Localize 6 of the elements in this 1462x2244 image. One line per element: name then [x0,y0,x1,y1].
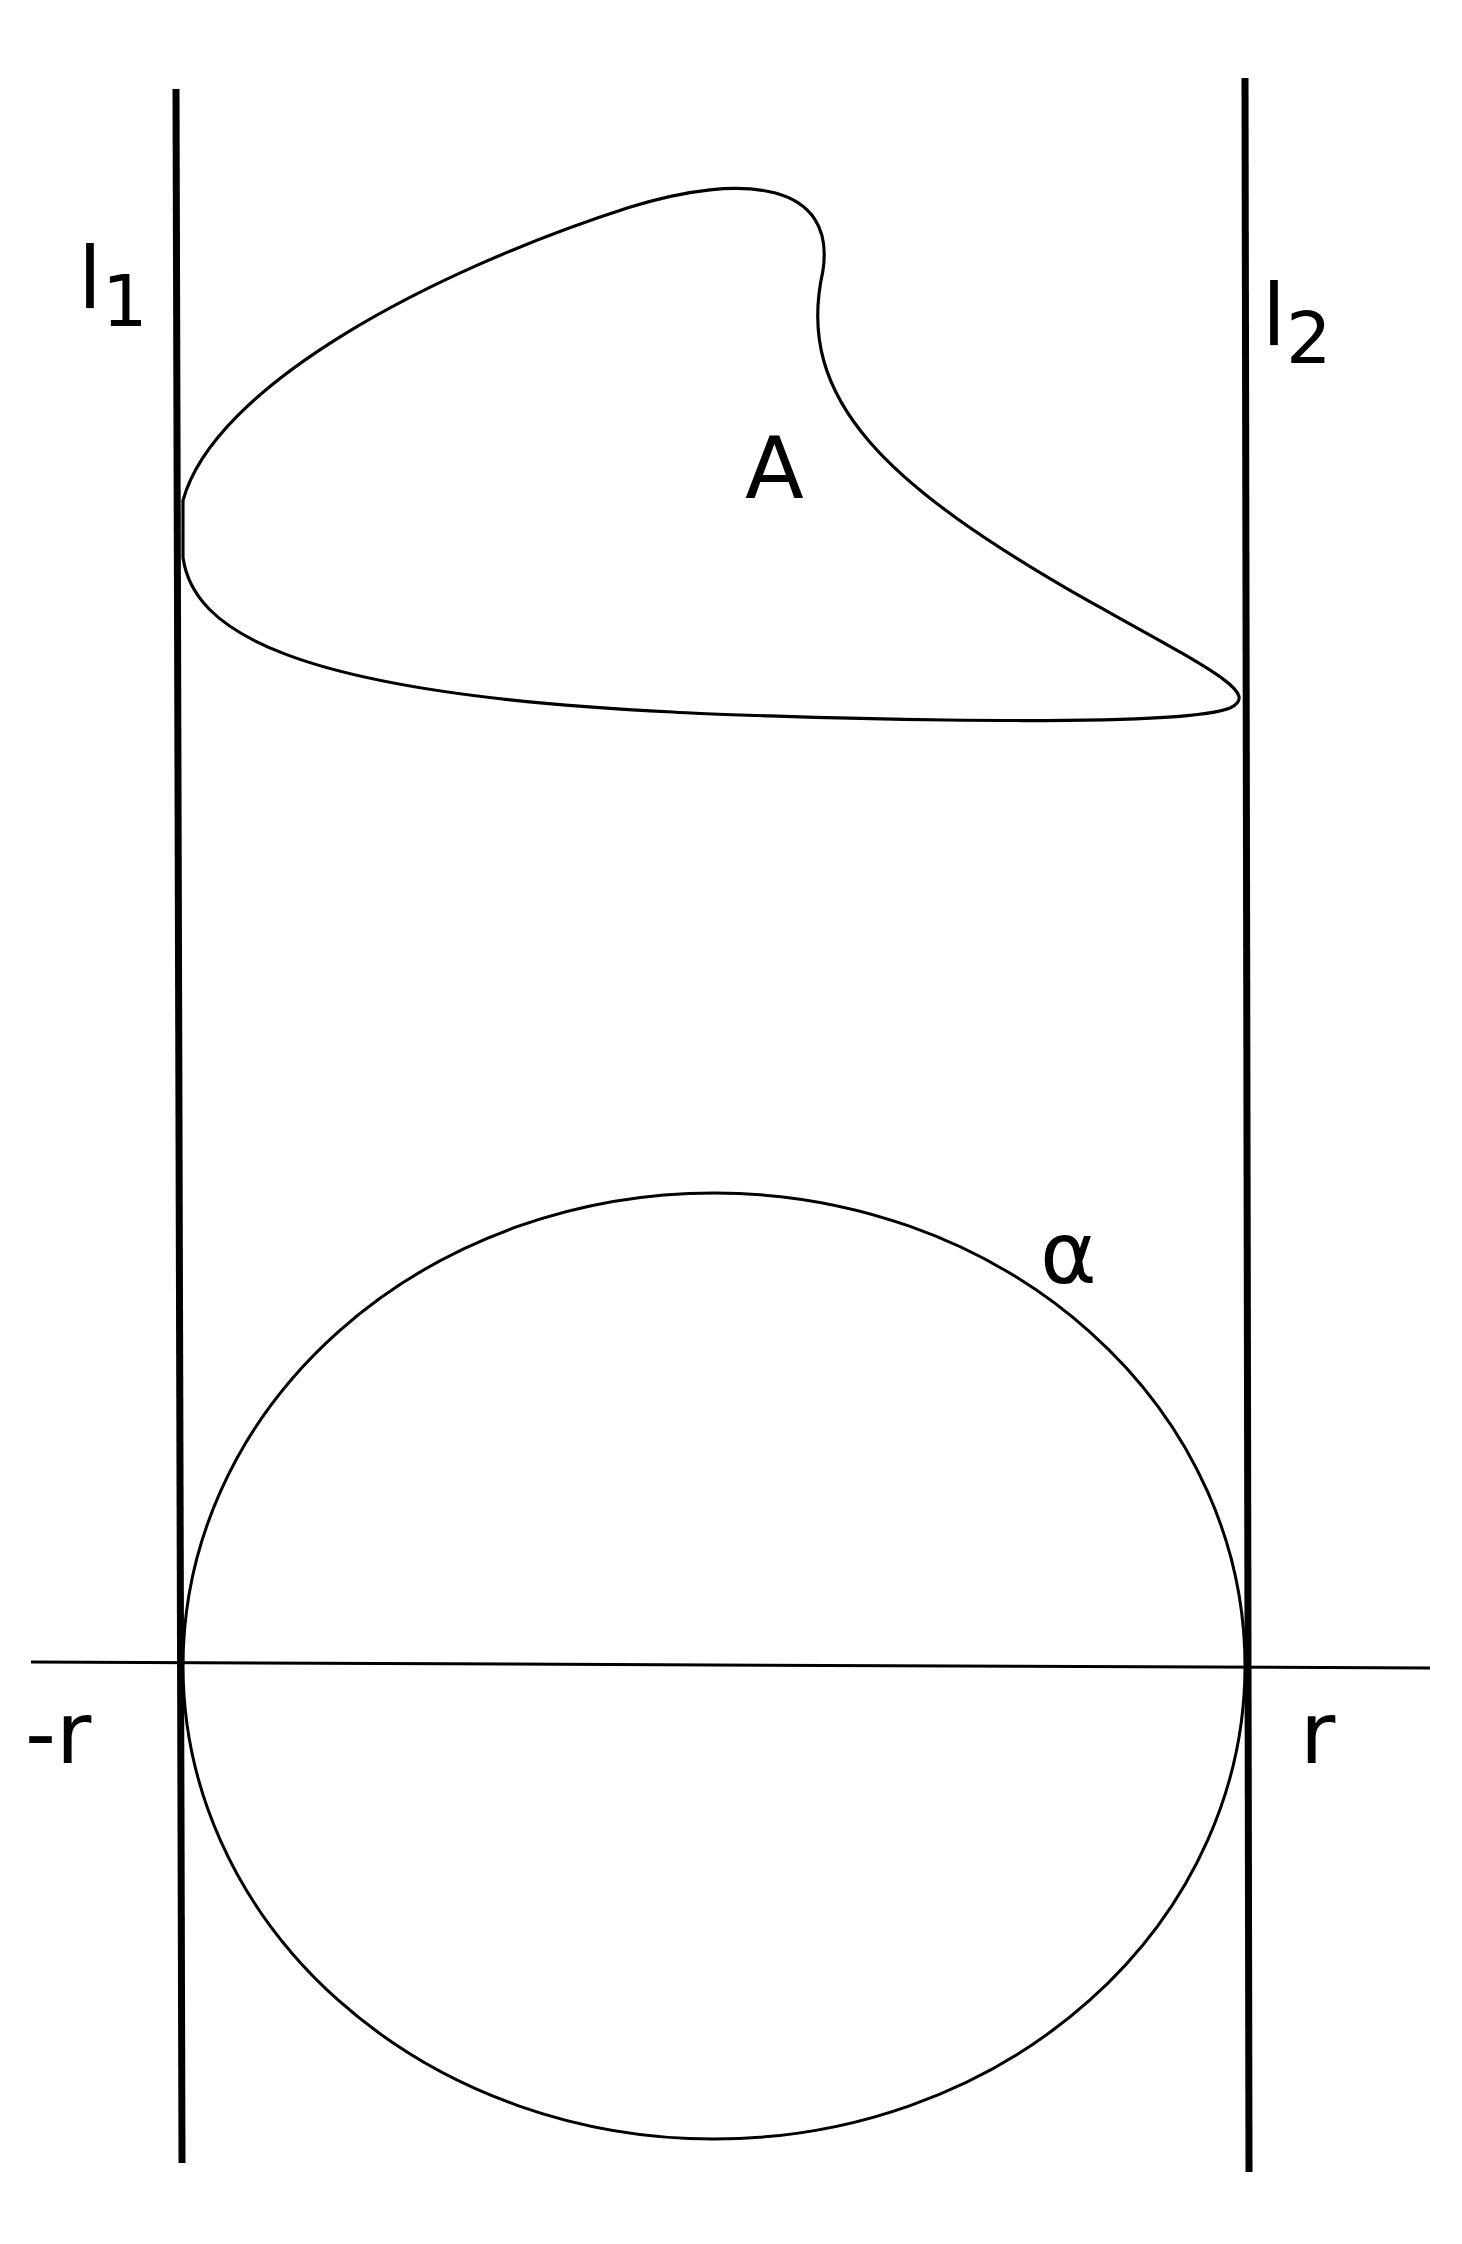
axis-label: -r [25,1690,92,1776]
line-label: l$_{2}$ [1262,272,1332,375]
region-label: A [745,425,804,511]
axis-label: r [1300,1690,1336,1776]
curve-label: α [1040,1210,1097,1296]
line-label: l$_{1}$ [78,235,148,338]
